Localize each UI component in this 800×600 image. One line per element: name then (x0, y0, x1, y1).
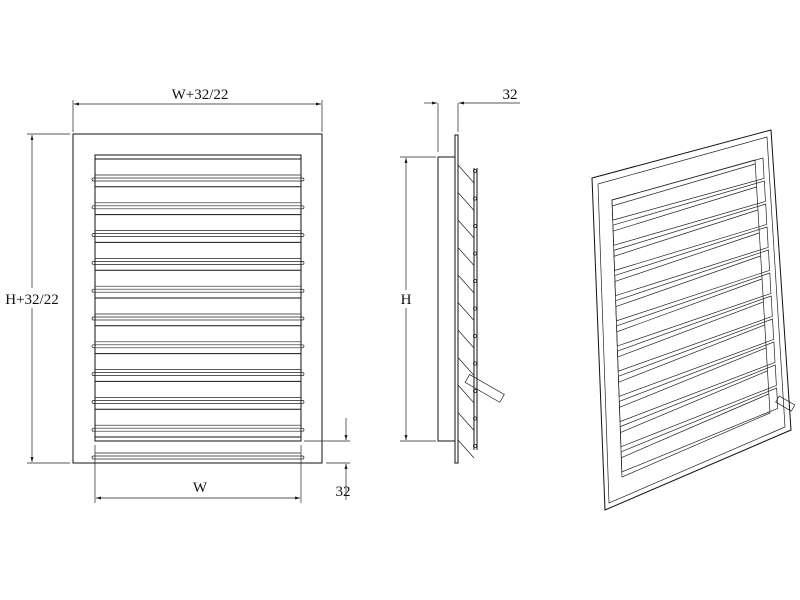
iso-outer-frame (591, 129, 792, 511)
iso-louver-blade (618, 341, 776, 423)
flange-label: 32 (336, 484, 351, 500)
iso-view (591, 129, 796, 511)
depth-label: 32 (503, 87, 518, 103)
louver-blade (91, 186, 305, 210)
iso-louver-blade (611, 157, 765, 221)
louver-blade (91, 241, 305, 265)
iso-louver-blade (615, 249, 770, 322)
iso-handle (775, 395, 796, 412)
side-handle (464, 374, 505, 403)
overall-height-label: H+32/22 (5, 292, 58, 308)
iso-louver-blade (620, 387, 779, 473)
louver-blade (91, 353, 305, 376)
iso-louver-blade (614, 226, 769, 297)
side-frame (437, 156, 456, 442)
louver-blade (91, 380, 305, 404)
iso-louver-blade (616, 272, 772, 347)
iso-inner-opening (611, 159, 771, 478)
iso-louver-blade (617, 295, 773, 372)
louver-blade (91, 158, 305, 182)
iso-louver-blade (612, 180, 766, 246)
louver-blade (91, 436, 305, 460)
louver-blade (91, 325, 305, 349)
louver-blade (91, 297, 305, 321)
louver-blade (91, 408, 305, 432)
front-louvers (91, 158, 305, 460)
side-view: 32 H (398, 87, 520, 464)
overall-width-label: W+32/22 (172, 87, 229, 103)
width-label: W (193, 480, 208, 496)
iso-louvers (611, 157, 779, 473)
iso-louver-blade (618, 318, 774, 397)
front-view: W+32/22 H+32/22 W 32 (0, 87, 351, 503)
louver-blade (91, 214, 305, 237)
iso-louver-blade (619, 364, 777, 448)
louver-blade (91, 269, 305, 293)
height-label: H (401, 292, 412, 308)
outer-frame (72, 133, 323, 464)
iso-louver-blade (613, 203, 768, 271)
